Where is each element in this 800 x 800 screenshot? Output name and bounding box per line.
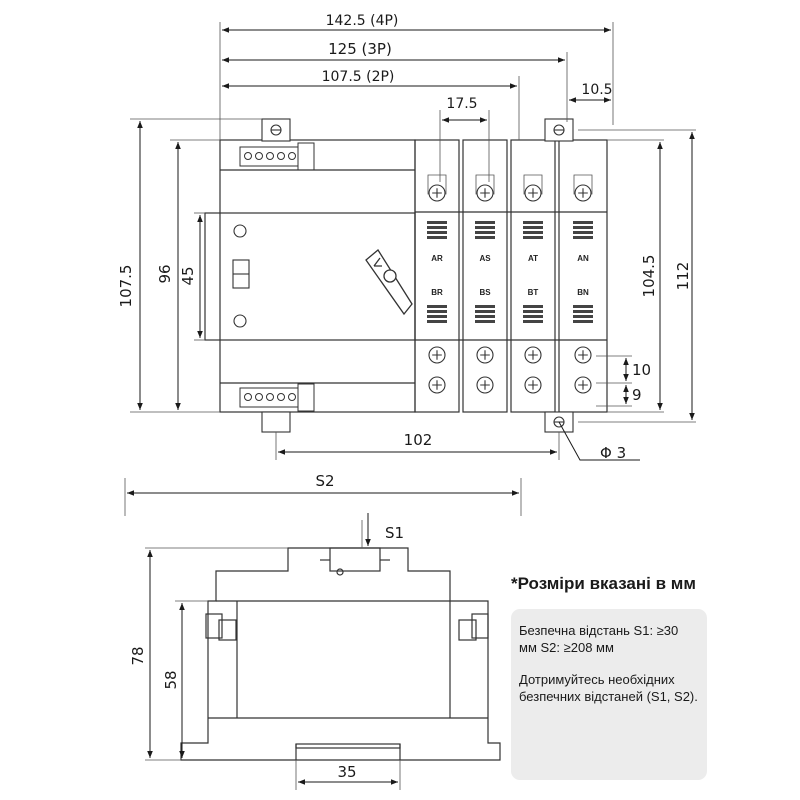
vent-grille-top-1-slat [475,226,495,229]
rotary-handle [365,249,413,316]
phase-label-an: AN [577,254,589,263]
vent-grille-bottom-2-slat [523,310,543,313]
terminal-screw-bottom-a-1-slot [480,350,490,360]
handle-panel-details [232,224,250,328]
vent-grille-bottom-3-slat [573,320,593,323]
terminal-frame-top-1 [475,174,495,195]
dim-107-5-2p: 107.5 (2P) [322,69,395,85]
vent-grille-top-2-slat [523,226,543,229]
phase-label-ar: AR [431,254,443,263]
vent-grille-top-3-slat [573,231,593,234]
terminal-screw-bottom-b-2-slot [528,380,538,390]
dim-pitch-17-5: 17.5 [446,96,477,112]
dim-body-58: 58 [162,670,180,689]
vent-grille-top-3-slat [573,221,593,224]
dim-total-78: 78 [129,646,147,665]
terminal-screw-top-2-slot [528,188,538,198]
vent-grille-top-1-slat [475,231,495,234]
vent-grille-top-3-slat [573,236,593,239]
dim-104-5: 104.5 [640,255,658,298]
terminal-frame-top-3 [573,174,593,195]
vent-grille-top-3-slat [573,226,593,229]
terminal-screw-bottom-b-0-slot [432,380,442,390]
vent-grille-bottom-2-slat [523,305,543,308]
dim-125-3p: 125 (3P) [328,40,392,58]
vent-grille-top-2-slat [523,231,543,234]
vent-grille-bottom-2-slat [523,315,543,318]
terminal-screw-bottom-a-2-slot [528,350,538,360]
safety-note-box: Безпечна відстань S1: ≥30 мм S2: ≥208 мм… [511,609,707,780]
vent-grille-top-0-slat [427,236,447,239]
safety-distance-text: Безпечна відстань S1: ≥30 мм S2: ≥208 мм [519,623,679,655]
vent-grille-top-1-slat [475,221,495,224]
vent-grille-bottom-0-slat [427,315,447,318]
vent-grille-bottom-3-slat [573,310,593,313]
dim-edge-10-5: 10.5 [581,82,612,98]
vent-grille-bottom-3-slat [573,305,593,308]
vent-grille-top-0-slat [427,226,447,229]
dim-handle-45: 45 [179,266,197,285]
terminal-frame-top-2 [523,174,543,195]
vent-grille-top-2-slat [523,236,543,239]
mounting-ears [261,118,574,433]
terminal-screw-bottom-a-3-slot [578,350,588,360]
vent-grille-bottom-0-slat [427,320,447,323]
dim-112: 112 [674,262,692,291]
terminal-screw-top-0-slot [432,188,442,198]
control-connector-top [239,142,315,171]
terminal-screw-bottom-a-0-slot [432,350,442,360]
dim-s2: S2 [315,472,334,490]
side-extension-lines [124,478,522,790]
vent-grille-bottom-1-slat [475,310,495,313]
side-dimension-arrows [127,490,519,785]
vent-grille-bottom-1-slat [475,315,495,318]
terminal-screw-top-3-slot [578,188,588,198]
phase-labels-top: AR AS AT AN [431,254,589,263]
vent-grille-top-0-slat [427,221,447,224]
vent-grille-bottom-2-slat [523,320,543,323]
dim-terminal-9: 9 [632,386,642,404]
vent-grille-bottom-3-slat [573,315,593,318]
phase-label-as: AS [479,254,491,263]
vent-grille-bottom-1-slat [475,320,495,323]
dim-base-102: 102 [404,431,433,449]
dim-rail-35: 35 [337,763,356,781]
dim-142-5-4p: 142.5 (4P) [326,13,399,29]
vent-grille-bottom-1-slat [475,305,495,308]
vent-grille-top-2-slat [523,221,543,224]
phase-label-bs: BS [479,288,491,297]
pole-terminals [427,174,593,394]
phase-label-bn: BN [577,288,589,297]
phase-label-br: BR [431,288,443,297]
phase-labels-bottom: BR BS BT BN [431,288,589,297]
dim-height-107-5: 107.5 [117,265,135,308]
dimension-arrows [137,27,695,461]
vent-grille-bottom-0-slat [427,305,447,308]
side-view-body [180,547,501,761]
top-view-body [204,139,608,413]
units-note-title: *Розміри вказані в мм [511,574,696,593]
vent-grille-top-0-slat [427,231,447,234]
dim-height-96: 96 [156,264,174,283]
extension-lines [130,22,696,460]
dim-s1: S1 [385,524,404,542]
terminal-screw-bottom-b-1-slot [480,380,490,390]
terminal-screw-top-1-slot [480,188,490,198]
vent-grille-top-1-slat [475,236,495,239]
phase-label-at: AT [528,254,538,263]
phase-label-bt: BT [528,288,539,297]
dim-hole-phi-3: Φ 3 [600,444,626,462]
terminal-screw-bottom-b-3-slot [578,380,588,390]
vent-grille-bottom-0-slat [427,310,447,313]
dim-terminal-10: 10 [632,361,651,379]
control-connector-bottom [239,383,315,412]
safety-instruction-text: Дотримуйтесь необхідних безпечних відста… [519,672,698,704]
